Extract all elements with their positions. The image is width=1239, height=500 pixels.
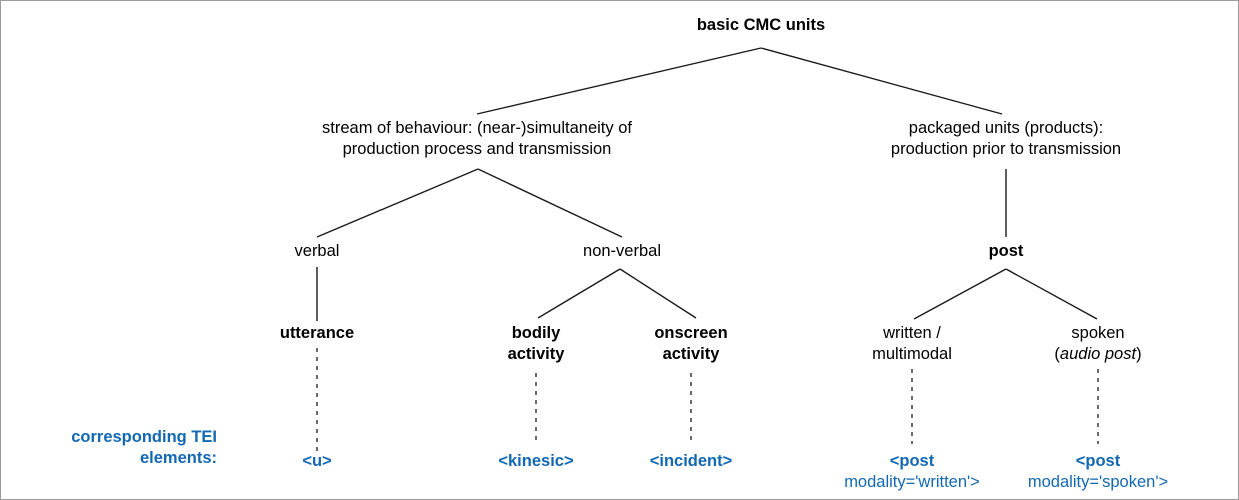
edge-nonverbal-to-onscreen	[619, 268, 697, 319]
node-basic-cmc-units: basic CMC units	[696, 16, 826, 34]
tei-post-spoken-attr: modality='spoken'>	[1027, 473, 1169, 492]
node-packaged-units: packaged units (products): production pr…	[890, 119, 1122, 159]
node-utterance: utterance	[279, 324, 355, 342]
edge-root-to-stream	[476, 47, 762, 115]
edge-stream-to-nonverbal	[477, 168, 623, 238]
edge-stream-to-verbal	[316, 168, 479, 238]
node-bodily-activity: bodily activity	[507, 324, 565, 364]
node-spoken-label: spoken	[1071, 324, 1125, 342]
tei-element-post-spoken: <post modality='spoken'>	[998, 451, 1198, 493]
tei-element-kinesic: <kinesic>	[498, 452, 574, 470]
edge-post-to-spoken	[1005, 268, 1098, 320]
node-onscreen-activity: onscreen activity	[654, 324, 728, 364]
tei-element-post-written: <post modality='written'>	[812, 451, 1012, 493]
node-non-verbal: non-verbal	[583, 242, 661, 260]
node-written-multimodal: written / multimodal	[872, 324, 952, 364]
node-stream-of-behaviour: stream of behaviour: (near-)simultaneity…	[322, 119, 632, 159]
edge-nonverbal-to-bodily	[537, 268, 621, 319]
tei-element-incident: <incident>	[649, 452, 733, 470]
node-post: post	[988, 242, 1024, 260]
tei-element-u: <u>	[302, 452, 332, 470]
node-verbal: verbal	[294, 242, 340, 260]
tei-post-written-tag: <post	[889, 452, 935, 470]
node-audio-post-italic: audio post	[1059, 345, 1137, 364]
edge-post-to-written	[913, 268, 1007, 320]
tei-legend-label: corresponding TEI elements:	[71, 428, 217, 468]
tei-post-written-attr: modality='written'>	[844, 473, 980, 492]
edge-root-to-packaged	[760, 47, 1003, 115]
node-spoken-paren-close: )	[1136, 345, 1142, 364]
node-spoken-paren-open: (	[1054, 345, 1060, 364]
tei-post-spoken-tag: <post	[1075, 452, 1121, 470]
node-spoken-audio-post: spoken (audio post)	[1028, 323, 1168, 365]
